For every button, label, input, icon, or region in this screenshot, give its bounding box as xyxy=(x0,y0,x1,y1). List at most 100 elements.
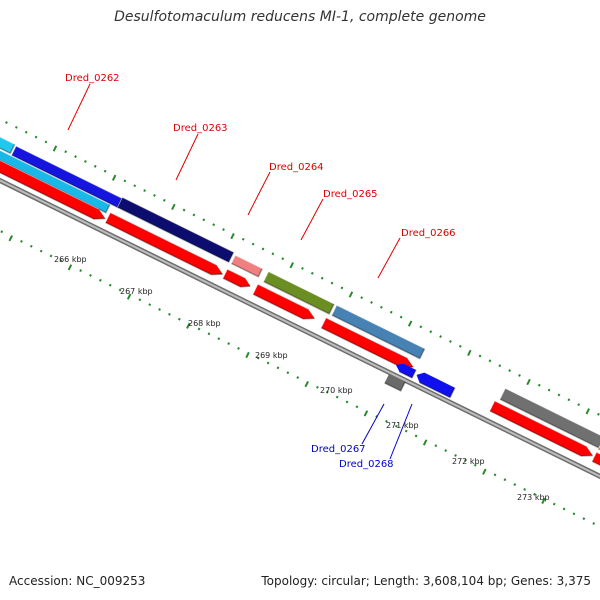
outer-tick xyxy=(64,150,68,154)
cds-block-cyan-lower-highlight xyxy=(0,133,111,206)
gene-leader-line xyxy=(377,237,401,279)
outer-tick xyxy=(289,262,294,269)
inner-tick xyxy=(59,259,63,263)
inner-tick xyxy=(186,322,191,329)
cds-block-dred-0265-highlight xyxy=(263,270,335,305)
cds-block-gray-shadow xyxy=(499,398,600,449)
cds-block-cyan-shadow xyxy=(0,131,16,155)
cds-block-red-7 xyxy=(591,451,600,487)
outer-tick xyxy=(478,354,482,358)
outer-tick xyxy=(458,344,462,348)
cds-block-dred-0267-shadow xyxy=(399,369,417,379)
outer-tick xyxy=(103,169,107,173)
inner-tick xyxy=(316,385,319,389)
outer-tick xyxy=(467,349,472,356)
outer-tick xyxy=(301,267,304,270)
outer-tick xyxy=(310,271,314,275)
scale-label: 266 kbp xyxy=(54,255,87,264)
outer-tick xyxy=(171,203,176,211)
cds-block-dred-0266-shadow xyxy=(331,314,426,360)
cds-block-red-3-shadow xyxy=(222,277,251,288)
cds-block-dred-0266-body xyxy=(331,305,425,359)
outer-tick xyxy=(419,325,423,329)
outer-tick xyxy=(439,335,442,338)
inner-tick xyxy=(286,371,290,375)
cds-block-blue-small-body xyxy=(416,372,455,398)
cds-block-red-3-body xyxy=(222,269,251,287)
outer-tick xyxy=(389,310,393,314)
inner-tick xyxy=(39,249,43,253)
gene-label: Dred_0262 xyxy=(65,73,120,84)
cds-block-dred-0263-body xyxy=(117,197,234,263)
cds-block-red-3 xyxy=(222,268,251,288)
inner-tick xyxy=(493,473,497,477)
outer-tick xyxy=(567,398,571,402)
inner-tick xyxy=(394,424,398,428)
outer-tick xyxy=(34,135,38,139)
inner-tick xyxy=(227,342,231,345)
cds-block-red-1-highlight xyxy=(0,141,99,210)
outer-tick xyxy=(526,378,531,386)
cds-block-dred-0265-shadow xyxy=(263,280,335,315)
outer-tick xyxy=(508,369,512,373)
cds-block-red-1-shadow xyxy=(0,151,106,220)
cds-block-blue-small-shadow xyxy=(419,381,456,399)
outer-tick xyxy=(202,218,206,222)
cds-block-dred-0264-body xyxy=(231,255,263,277)
cds-block-dred-0262-shadow xyxy=(11,154,123,209)
scale-label: 267 kbp xyxy=(120,287,153,296)
cds-block-dred-0263-shadow xyxy=(117,206,235,264)
cds-block-gray-body xyxy=(500,388,600,448)
cds-block-blue-small xyxy=(416,372,456,399)
inner-tick xyxy=(454,453,457,457)
outer-tick xyxy=(380,305,383,309)
inner-tick xyxy=(335,395,339,399)
cds-block-cyan-body xyxy=(0,123,15,154)
cds-block-dred-0262-highlight xyxy=(11,145,123,199)
outer-tick xyxy=(360,296,364,300)
cds-block-red-4-body xyxy=(253,284,315,319)
outer-tick xyxy=(5,121,8,124)
inner-tick xyxy=(533,492,536,496)
cds-block-dred-0266 xyxy=(331,304,426,360)
inner-tick xyxy=(126,293,132,300)
outer-tick xyxy=(407,320,413,327)
outer-tick xyxy=(577,403,581,407)
cds-block-red-4 xyxy=(252,283,315,320)
inner-tick xyxy=(138,298,142,302)
outer-tick xyxy=(24,130,28,134)
inner-tick xyxy=(562,507,566,511)
gene-leader-line xyxy=(247,171,271,216)
outer-tick xyxy=(557,393,561,397)
inner-tick xyxy=(404,429,408,433)
outer-tick xyxy=(348,291,354,298)
cds-block-red-5-highlight xyxy=(320,317,407,359)
inner-tick xyxy=(552,502,556,506)
outer-tick xyxy=(597,412,600,416)
scale-label: 268 kbp xyxy=(188,319,221,328)
cds-block-red-6-highlight xyxy=(489,400,587,447)
inner-tick xyxy=(363,410,369,417)
outer-tick xyxy=(340,286,344,290)
cds-block-gray-highlight xyxy=(499,387,600,438)
outer-tick xyxy=(222,228,225,231)
inner-tick xyxy=(256,356,260,360)
outer-tick xyxy=(399,315,403,319)
outer-tick xyxy=(162,198,166,202)
outer-tick xyxy=(84,159,87,163)
cds-block-dred-0267 xyxy=(396,363,417,379)
inner-tick xyxy=(572,512,576,516)
outer-tick xyxy=(52,145,58,152)
accession-text: Accession: NC_009253 xyxy=(9,574,146,588)
scale-label: 272 kbp xyxy=(452,457,485,466)
gene-label: Dred_0266 xyxy=(401,228,456,239)
inner-tick xyxy=(276,366,280,370)
cds-block-red-6-body xyxy=(489,400,593,456)
inner-tick xyxy=(177,317,181,321)
outer-tick xyxy=(449,339,452,343)
gene-leader-line xyxy=(389,403,413,460)
inner-tick xyxy=(464,458,467,462)
outer-tick xyxy=(370,301,373,304)
